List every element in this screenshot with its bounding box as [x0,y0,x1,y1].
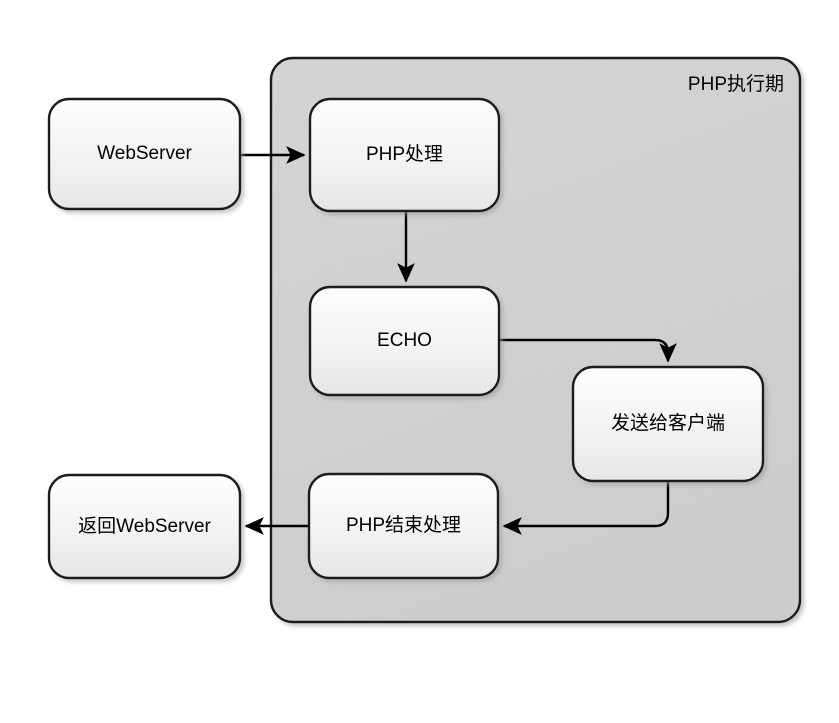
node-shape-echo[interactable] [308,285,501,397]
node-shape-webserver[interactable] [47,97,242,211]
node-shape-send-to-client[interactable] [571,365,765,483]
edge-layer [240,146,677,535]
edge-echo-to-send [499,338,677,363]
node-shape-layer [47,97,765,580]
edge-send-to-php-end [502,481,670,535]
node-shape-php-handle[interactable] [308,97,501,213]
node-shape-return-webserver[interactable] [47,473,242,580]
node-shape-php-end[interactable] [307,472,500,580]
group-label-php-execution: PHP执行期 [687,74,784,95]
